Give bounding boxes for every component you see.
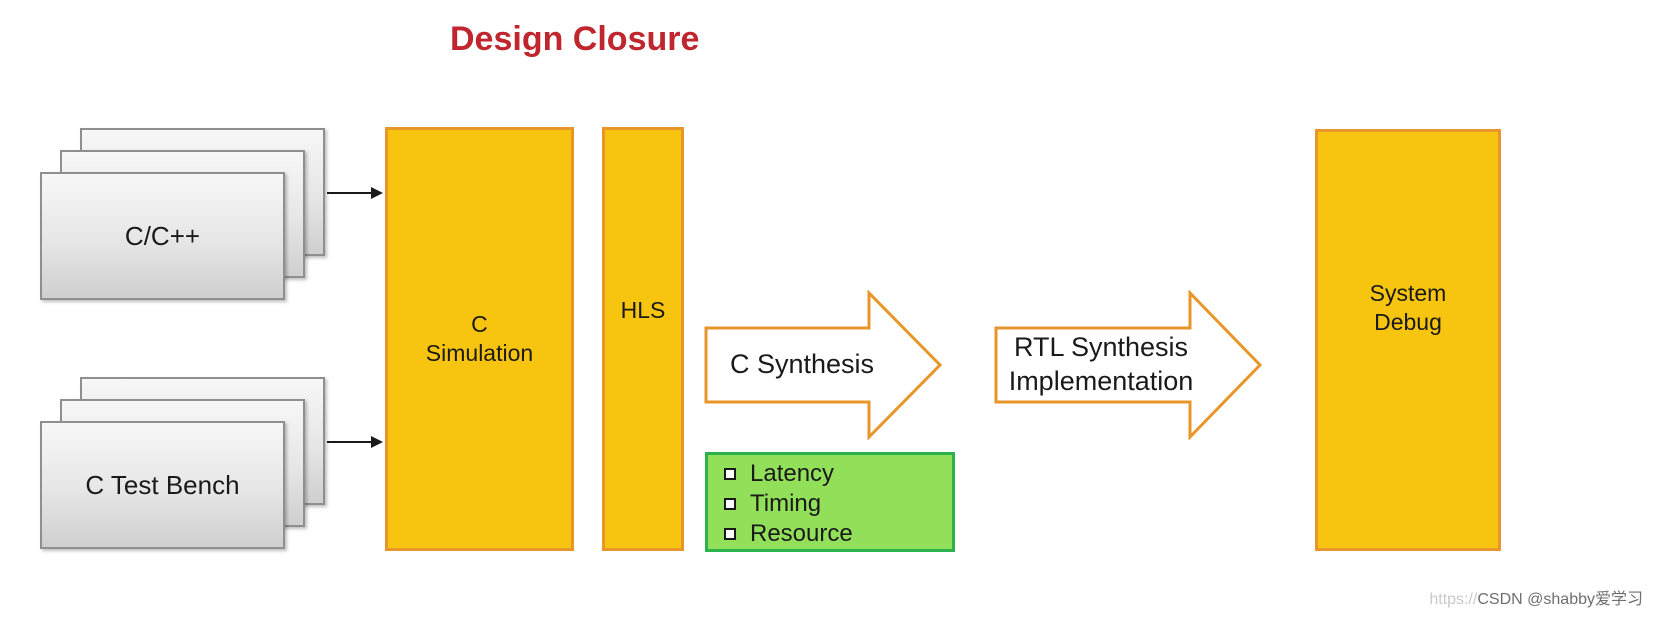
testbench-file-page-front: C Test Bench (40, 421, 285, 549)
implementation-line: Implementation (1008, 366, 1194, 396)
c-synthesis-arrow: C Synthesis (704, 290, 944, 440)
watermark-prefix: https:// (1429, 591, 1478, 608)
c-simulation-line-1: C (471, 311, 488, 337)
metric-latency-label: Latency (750, 460, 835, 487)
checkbox-bullet-icon (724, 528, 736, 540)
hls-label: HLS (620, 296, 666, 323)
system-debug-line-1: System (1369, 279, 1447, 306)
source-file-page-front: C/C++ (40, 172, 285, 300)
rtl-implementation-arrow-shape (994, 290, 1263, 440)
source-to-simulation-line (327, 192, 371, 194)
metric-resource-label: Resource (750, 520, 853, 547)
watermark: https://CSDN @shabby爱学习 (1429, 585, 1643, 609)
diagram-title: Design Closure (450, 20, 700, 58)
testbench-to-simulation-line (327, 441, 371, 443)
optimization-metrics-box: Latency Timing Resource (705, 452, 955, 552)
c-synthesis-label: C Synthesis (730, 349, 875, 379)
source-files-label: C/C++ (124, 220, 201, 251)
c-simulation-block: C Simulation (385, 127, 574, 551)
c-simulation-line-2: Simulation (425, 340, 534, 366)
metric-timing: Timing (724, 489, 952, 519)
checkbox-bullet-icon (724, 468, 736, 480)
testbench-to-simulation-arrowhead (371, 436, 383, 448)
system-debug-line-2: Debug (1374, 308, 1442, 335)
checkbox-bullet-icon (724, 498, 736, 510)
metric-resource: Resource (724, 519, 952, 549)
rtl-synthesis-line: RTL Synthesis (1013, 332, 1189, 362)
metric-latency: Latency (724, 459, 952, 489)
testbench-files-label: C Test Bench (85, 469, 240, 500)
rtl-implementation-label: RTL Synthesis Implementation (1006, 330, 1196, 398)
c-synthesis-arrow-shape (704, 290, 943, 440)
source-to-simulation-arrowhead (371, 187, 383, 199)
metric-timing-label: Timing (750, 490, 822, 517)
hls-block: HLS (602, 127, 684, 551)
rtl-implementation-arrow: RTL Synthesis Implementation (994, 290, 1264, 440)
watermark-text: CSDN @shabby爱学习 (1477, 591, 1643, 608)
system-debug-block: System Debug (1315, 129, 1501, 551)
